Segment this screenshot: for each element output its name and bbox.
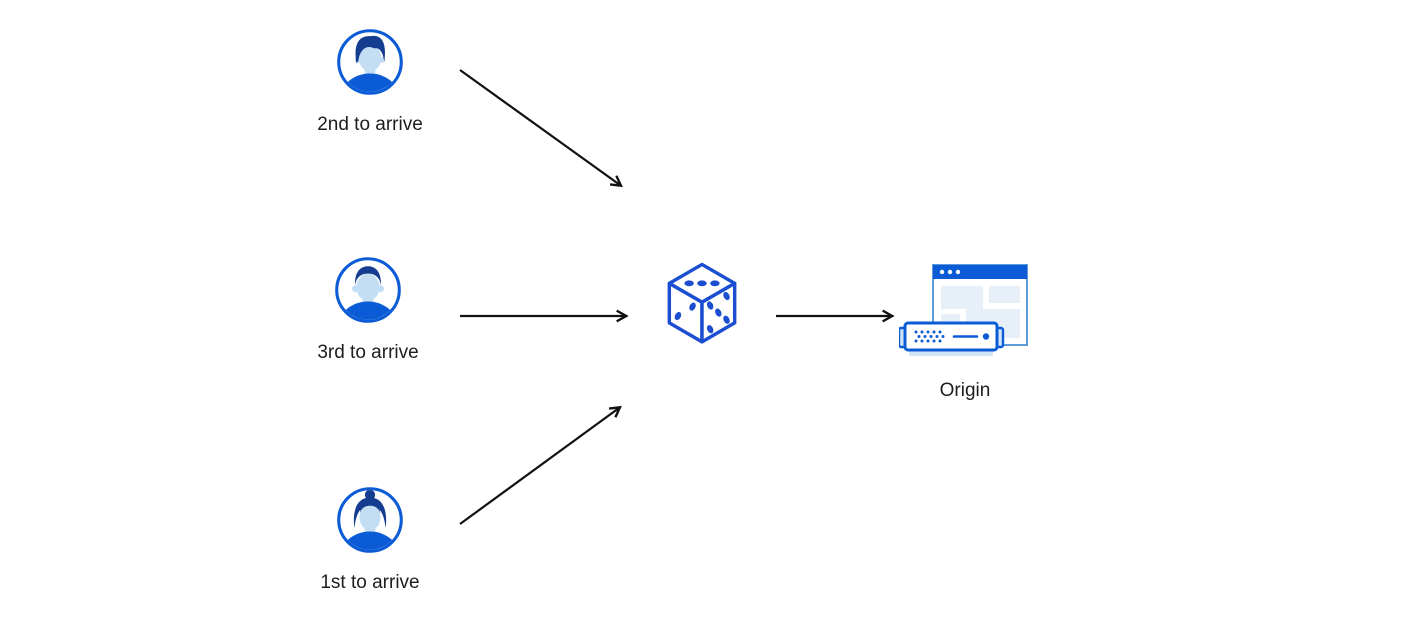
user-label-second: 2nd to arrive <box>317 114 423 135</box>
user-label-third: 3rd to arrive <box>317 342 419 363</box>
arrow-first-to-dice <box>459 408 619 525</box>
arrow-second-to-dice <box>459 69 620 185</box>
origin-label: Origin <box>939 380 991 401</box>
user-avatar-woman-bun-icon <box>337 487 403 553</box>
user-node-second: 2nd to arrive <box>300 28 440 136</box>
user-node-first: 1st to arrive <box>300 486 440 594</box>
origin-server-browser-icon <box>899 264 1028 356</box>
user-avatar-man-swept-hair-icon <box>337 29 403 95</box>
user-label-first: 1st to arrive <box>320 572 420 593</box>
user-avatar-man-short-hair-icon <box>335 257 401 323</box>
user-node-third: 3rd to arrive <box>298 256 438 364</box>
origin-node: Origin <box>895 262 1035 402</box>
dice-icon <box>667 262 737 344</box>
